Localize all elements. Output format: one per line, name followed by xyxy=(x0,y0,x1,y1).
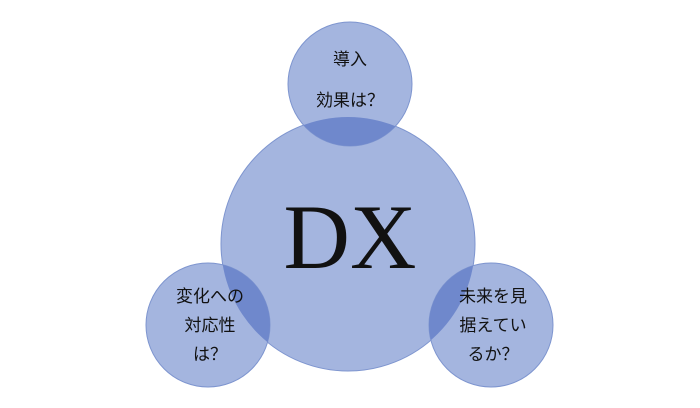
right-line-2: 据えてい xyxy=(459,316,526,336)
top-line-1: 導入 xyxy=(333,50,367,70)
left-line-3: は？ xyxy=(193,345,227,365)
center-label: DX xyxy=(284,186,417,288)
right-line-3: るか？ xyxy=(468,345,519,365)
right-line-1: 未来を見 xyxy=(459,287,527,307)
top-satellite-text: 導入 効果は？ xyxy=(316,50,384,111)
left-line-2: 対応性 xyxy=(185,316,236,336)
right-satellite-text: 未来を見 据えてい るか？ xyxy=(459,287,527,365)
left-satellite-text: 変化への 対応性 は？ xyxy=(176,287,244,365)
left-line-1: 変化への xyxy=(176,287,244,307)
top-line-2: 効果は？ xyxy=(316,91,384,111)
